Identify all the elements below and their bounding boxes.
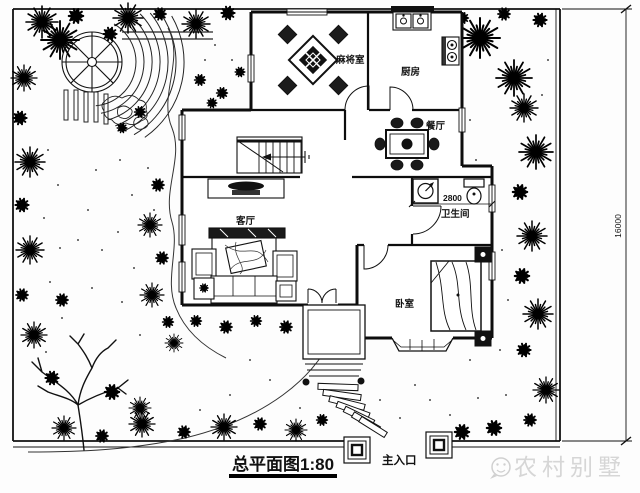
bathroom-width-value: 2800 <box>443 193 462 203</box>
tree-icon <box>128 396 152 420</box>
tree-icon <box>210 413 238 441</box>
bed-icon <box>430 260 482 332</box>
tree-icon <box>193 74 207 86</box>
tree-icon <box>485 420 503 436</box>
tree-icon <box>44 370 60 386</box>
gazebo-icon <box>61 31 123 93</box>
winding-steps <box>317 382 388 439</box>
title-underline <box>229 474 337 478</box>
tree-icon <box>15 288 29 302</box>
title-block: 总平面图1:80 <box>229 454 337 478</box>
label-main-entrance: 主入口 <box>382 453 417 467</box>
dining-table-icon <box>374 117 440 171</box>
tree-icon <box>516 342 532 358</box>
tree-icon <box>133 106 147 118</box>
tree-icon <box>95 429 109 443</box>
dimension-site-depth: 16000 <box>562 4 632 446</box>
tree-icon <box>509 93 539 123</box>
pergola-icon <box>63 12 213 138</box>
gate-pavers <box>343 431 453 464</box>
interior-walls <box>182 12 492 247</box>
tree-icon <box>14 197 30 213</box>
large-tree-icon <box>31 333 129 451</box>
room-labels: 麻将室 厨房 餐厅 客厅 卫生间 卧室 <box>235 54 470 310</box>
label-dining-room: 餐厅 <box>425 120 446 132</box>
tree-icon <box>284 418 308 442</box>
kitchen-sink-icon <box>391 6 434 31</box>
staircase-icon <box>236 136 310 174</box>
tree-icon <box>516 220 548 252</box>
stove-icon <box>441 36 460 66</box>
tree-icon <box>139 282 165 308</box>
tree-icon <box>67 8 85 24</box>
tree-icon <box>103 384 121 400</box>
tree-icon <box>161 316 175 328</box>
entry-terrace <box>302 304 366 386</box>
tree-icon <box>279 320 293 334</box>
rockery-icon <box>101 95 149 130</box>
label-bedroom: 卧室 <box>395 298 415 310</box>
label-bathroom: 卫生间 <box>441 208 470 220</box>
label-living-room: 客厅 <box>235 215 256 227</box>
mahjong-table-icon <box>277 24 349 96</box>
tree-icon <box>14 146 46 178</box>
tree-icon <box>513 268 531 284</box>
tree-icon <box>20 321 48 349</box>
garden <box>10 2 560 453</box>
tree-icon <box>151 178 165 192</box>
tree-icon <box>189 315 203 327</box>
chat-bubble-icon <box>490 457 511 479</box>
tree-icon <box>164 333 184 353</box>
tree-icon <box>155 251 169 265</box>
tree-icon <box>51 415 77 441</box>
site-depth-value: 16000 <box>613 214 623 238</box>
label-mahjong-room: 麻将室 <box>335 54 365 66</box>
tree-icon <box>153 7 167 21</box>
tree-icon <box>522 298 554 330</box>
tree-icon <box>495 59 533 97</box>
windows <box>178 8 496 293</box>
tv-cabinet-icon <box>207 178 285 199</box>
tree-icon <box>511 184 529 200</box>
bay-window-icon <box>391 337 454 352</box>
house: 2800 麻将室 厨房 餐厅 客厅 卫生间 卧室 <box>178 6 496 352</box>
site-boundary <box>12 8 561 448</box>
potted-plant-icon <box>199 283 209 293</box>
tree-icon <box>249 315 263 327</box>
watermark: 农村别墅 <box>490 454 626 480</box>
tree-icon <box>459 17 501 59</box>
watermark-text: 农村别墅 <box>514 454 626 480</box>
tree-icon <box>219 320 233 334</box>
tree-icon <box>15 235 45 265</box>
tree-icon <box>532 376 560 404</box>
shower-icon <box>412 178 439 204</box>
tree-icon <box>497 7 511 21</box>
tree-icon <box>206 97 218 109</box>
tree-icon <box>234 66 246 78</box>
plan-title: 总平面图1:80 <box>232 454 334 474</box>
tree-icon <box>12 110 28 126</box>
tree-icon <box>253 417 267 431</box>
tree-icon <box>181 9 211 39</box>
tree-icon <box>10 64 38 92</box>
tree-icon <box>523 413 537 427</box>
sofa-set-icon <box>191 227 298 304</box>
tree-icon <box>55 293 69 307</box>
tree-icon <box>102 26 118 42</box>
dimension-bathroom: 2800 <box>408 193 496 208</box>
nightstand-icon <box>474 246 492 347</box>
tree-icon <box>532 12 548 28</box>
tree-icon <box>215 87 229 99</box>
tree-icon <box>315 414 329 426</box>
tree-icon <box>112 2 144 34</box>
tree-icon <box>453 424 471 440</box>
tree-icon <box>137 212 163 238</box>
label-kitchen: 厨房 <box>401 66 420 78</box>
tree-icon <box>220 5 236 21</box>
tree-icon <box>518 134 554 170</box>
tree-icon <box>116 122 128 134</box>
door-arcs <box>307 85 442 304</box>
tree-icon <box>177 425 191 439</box>
